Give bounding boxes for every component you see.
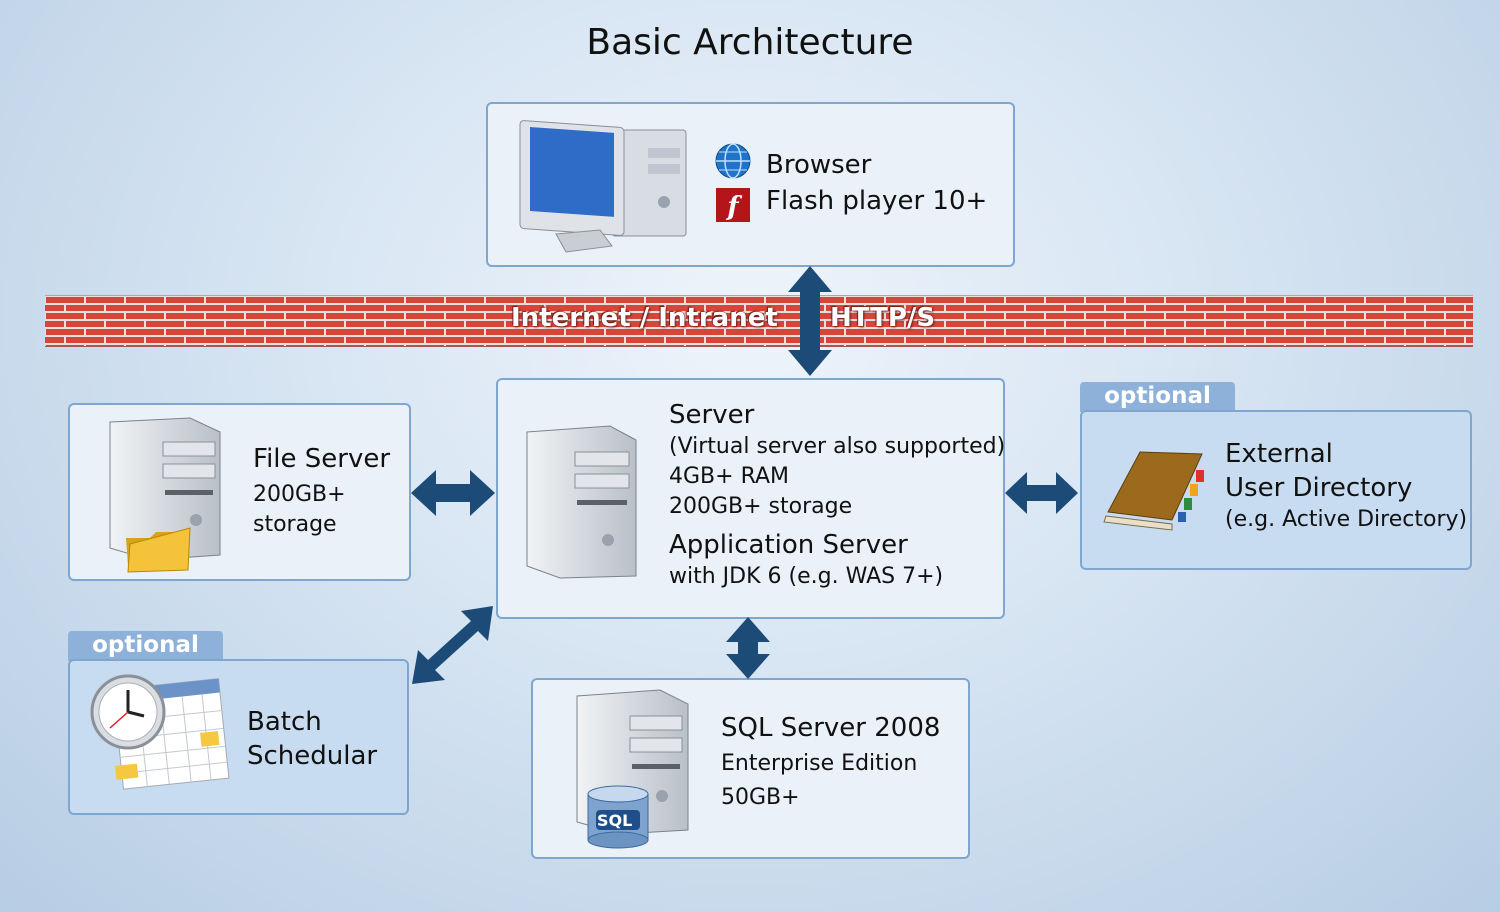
- external-directory-line3: (e.g. Active Directory): [1225, 507, 1468, 532]
- external-directory-line2: User Directory: [1225, 473, 1413, 503]
- file-server-line1: 200GB+: [253, 482, 346, 507]
- batch-line2: Schedular: [247, 741, 378, 771]
- file-server-line2: storage: [253, 512, 337, 537]
- server-storage: 200GB+ storage: [669, 494, 853, 519]
- server-ram: 4GB+ RAM: [669, 464, 789, 489]
- sql-badge-label: SQL: [597, 811, 633, 830]
- external-directory-optional-tab: optional: [1080, 382, 1235, 412]
- arrow-server-sql: [726, 617, 770, 679]
- client-box: [486, 102, 1015, 267]
- app-server-note: with JDK 6 (e.g. WAS 7+): [669, 564, 944, 589]
- firewall-wall: [45, 295, 1473, 347]
- sql-server-line1: Enterprise Edition: [721, 751, 918, 776]
- firewall-left-label: Internet / Intranet: [511, 303, 778, 333]
- flash-label: Flash player 10+: [766, 186, 988, 216]
- server-title: Server: [669, 400, 755, 430]
- diagram-title: Basic Architecture: [586, 22, 914, 63]
- arrow-fileserver-server: [411, 470, 495, 516]
- app-server-title: Application Server: [669, 530, 908, 560]
- external-directory-line1: External: [1225, 439, 1333, 469]
- arrow-server-batch: [412, 606, 493, 684]
- arrow-server-directory: [1005, 472, 1078, 514]
- sql-server-title: SQL Server 2008: [721, 713, 941, 743]
- file-server-title: File Server: [253, 444, 391, 474]
- sql-server-line2: 50GB+: [721, 785, 800, 810]
- firewall-right-label: HTTP/S: [830, 303, 936, 333]
- batch-line1: Batch: [247, 707, 322, 737]
- browser-label: Browser: [766, 150, 872, 180]
- server-note: (Virtual server also supported): [669, 434, 1006, 459]
- batch-optional-tab: optional: [68, 631, 223, 661]
- file-server-box: [68, 403, 411, 581]
- batch-box: [68, 659, 409, 815]
